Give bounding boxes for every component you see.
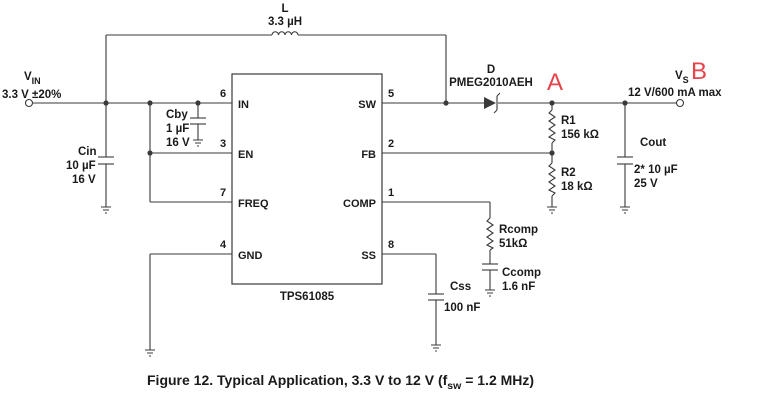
ground-icon xyxy=(193,139,203,147)
cby-name: Cby xyxy=(166,109,188,121)
pin-label-ss: SS xyxy=(361,250,376,262)
pin-num-fb: 2 xyxy=(388,138,394,150)
vin-label: VIN xyxy=(24,71,41,86)
diode-part: PMEG2010AEH xyxy=(449,77,533,89)
r2-name: R2 xyxy=(561,167,576,179)
diode-name: D xyxy=(487,64,495,76)
css-value: 100 nF xyxy=(444,302,480,314)
r1-value: 156 kΩ xyxy=(561,129,599,141)
pin-num-comp: 1 xyxy=(388,187,394,199)
cin-value: 10 µF xyxy=(66,160,96,172)
r2-symbol xyxy=(547,162,556,197)
inductor-name: L xyxy=(281,3,288,15)
pin-label-comp: COMP xyxy=(343,198,376,210)
ccomp-value: 1.6 nF xyxy=(502,281,535,293)
vs-terminal xyxy=(675,98,685,108)
pin-label-en: EN xyxy=(238,149,253,161)
r2-value: 18 kΩ xyxy=(561,181,593,193)
inductor-symbol xyxy=(271,31,299,36)
ground-icon xyxy=(547,206,557,214)
pin-num-gnd: 4 xyxy=(220,239,227,251)
r1-name: R1 xyxy=(561,115,576,127)
cin-voltage: 16 V xyxy=(72,174,96,186)
ccomp-symbol xyxy=(482,263,498,271)
pin-label-sw: SW xyxy=(358,99,376,111)
cout-value: 2* 10 µF xyxy=(634,164,678,176)
pin-label-in: IN xyxy=(238,99,249,111)
marker-a: A xyxy=(547,69,563,96)
ic-body xyxy=(231,73,383,285)
pin-num-ss: 8 xyxy=(388,239,394,251)
junctions xyxy=(103,100,628,156)
css-name: Css xyxy=(450,281,471,293)
rcomp-symbol xyxy=(485,217,495,251)
vs-value: 12 V/600 mA max xyxy=(628,87,722,99)
pin-num-en: 3 xyxy=(220,138,226,150)
cin-symbol xyxy=(98,156,114,165)
marker-b: B xyxy=(691,58,707,85)
vin-terminal xyxy=(24,98,34,108)
pin-label-fb: FB xyxy=(361,149,376,161)
css-symbol xyxy=(428,293,444,301)
pin-num-sw: 5 xyxy=(388,88,394,100)
ground-icon xyxy=(485,289,495,297)
ground-icon xyxy=(145,349,155,357)
pin-num-in: 6 xyxy=(220,88,226,100)
inductor-value: 3.3 µH xyxy=(268,16,302,28)
cby-voltage: 16 V xyxy=(166,137,190,149)
chip-name: TPS61085 xyxy=(280,291,335,303)
vs-label: VS xyxy=(675,70,689,85)
pin-num-freq: 7 xyxy=(220,187,226,199)
ground-icon xyxy=(101,206,111,214)
pin-label-freq: FREQ xyxy=(238,198,269,210)
cout-voltage: 25 V xyxy=(634,178,658,190)
ground-icon xyxy=(620,206,630,214)
figure-caption: Figure 12. Typical Application, 3.3 V to… xyxy=(147,372,534,392)
cby-symbol xyxy=(190,117,206,125)
ccomp-name: Ccomp xyxy=(502,267,541,279)
cout-name: Cout xyxy=(640,137,666,149)
diode-symbol xyxy=(484,92,501,114)
cout-symbol xyxy=(617,156,633,165)
cin-name: Cin xyxy=(78,146,97,158)
wires xyxy=(32,34,676,350)
pin-label-gnd: GND xyxy=(238,250,263,262)
rcomp-name: Rcomp xyxy=(499,224,538,236)
r1-symbol xyxy=(547,109,556,144)
cby-value: 1 µF xyxy=(166,123,189,135)
rcomp-value: 51kΩ xyxy=(499,238,527,250)
ground-icon xyxy=(431,344,441,352)
vin-value: 3.3 V ±20% xyxy=(2,89,61,101)
